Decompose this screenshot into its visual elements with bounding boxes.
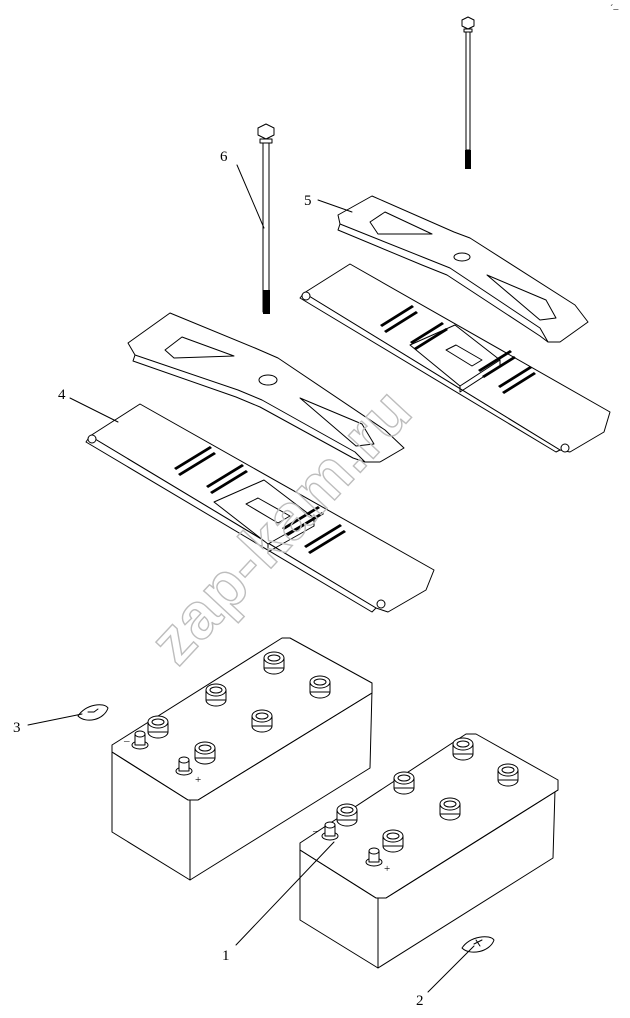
bolt-6 xyxy=(257,123,275,314)
battery-1-terminals xyxy=(321,821,383,867)
battery-1-minus-symbol: – xyxy=(312,825,319,837)
bolt-rear xyxy=(461,16,475,169)
strip-4 xyxy=(85,403,435,613)
battery-left: – + xyxy=(111,637,373,881)
clamp-bar-front xyxy=(127,312,405,463)
callout-3: 3 xyxy=(13,720,21,736)
battery-1-caps xyxy=(336,737,519,853)
battery-1-plus-symbol: + xyxy=(384,863,390,875)
battery-left-caps xyxy=(147,651,331,765)
watermark-text: zap-kam.ru xyxy=(136,374,426,678)
terminal-cover-2 xyxy=(461,936,495,953)
strip-rear xyxy=(299,263,611,453)
battery-left-terminals xyxy=(131,730,193,776)
leader-lines xyxy=(27,164,475,993)
callout-2: 2 xyxy=(416,993,424,1009)
callout-1: 1 xyxy=(222,948,230,964)
battery-left-minus-symbol: – xyxy=(123,735,130,747)
callout-4: 4 xyxy=(58,387,66,403)
battery-1: – + xyxy=(299,733,559,969)
clamp-bar-5 xyxy=(337,195,589,343)
terminal-cover-3 xyxy=(77,704,109,721)
callout-5: 5 xyxy=(304,193,312,209)
battery-left-plus-symbol: + xyxy=(195,774,201,786)
callout-6: 6 xyxy=(220,149,228,165)
corner-mark: ´– xyxy=(610,4,619,15)
